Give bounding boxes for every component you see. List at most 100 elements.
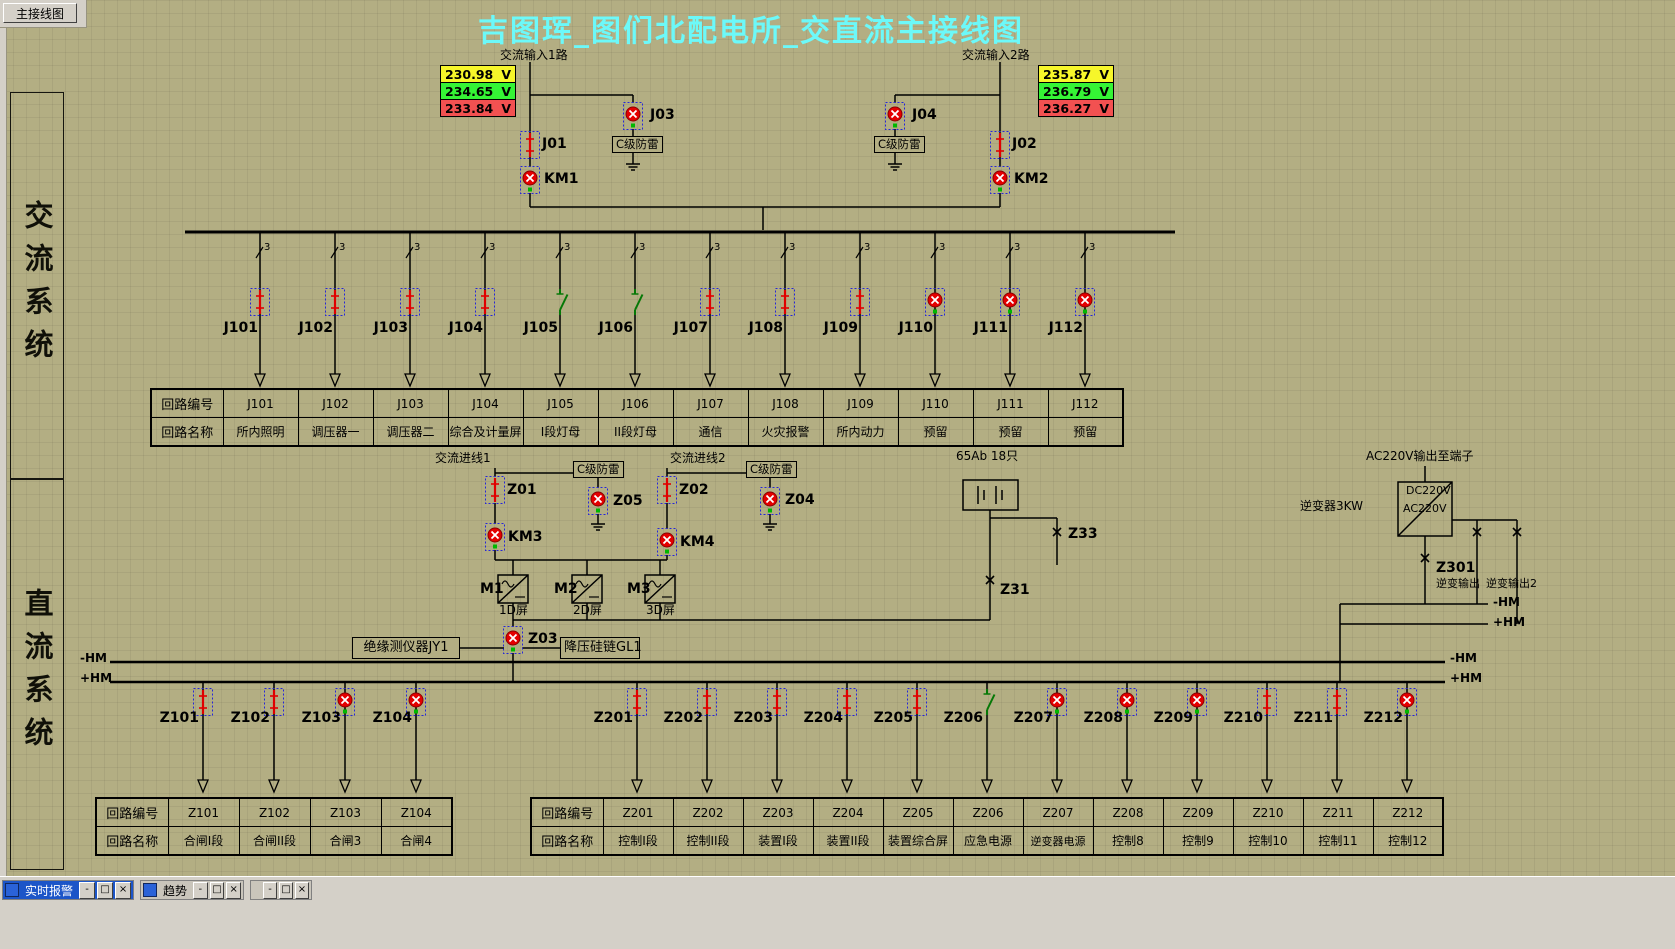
device-label-KM1: KM1	[544, 171, 579, 187]
table-cell: 合闸4	[380, 826, 453, 856]
table-cell: Z208	[1092, 797, 1164, 827]
table-cell: Z103	[309, 797, 382, 827]
phase-count: 3	[564, 242, 571, 253]
contactor-KM1[interactable]	[519, 165, 541, 195]
surge-arrester-label: C级防雷	[746, 461, 797, 478]
feeder-label-J104: J104	[448, 320, 483, 336]
breaker-J112[interactable]	[1074, 287, 1096, 317]
window-title: 趋势	[163, 883, 188, 898]
taskbar-window-realtime-alarm[interactable]: 实时报警 - □ ×	[2, 880, 134, 900]
close-icon[interactable]: ×	[226, 881, 241, 899]
close-icon[interactable]: ×	[115, 881, 132, 899]
breaker-J04[interactable]	[884, 101, 906, 131]
breaker-Z04[interactable]	[759, 486, 781, 516]
breaker-J03[interactable]	[622, 101, 644, 131]
breaker-J02[interactable]	[989, 130, 1011, 160]
breaker-J108[interactable]	[774, 287, 796, 317]
table-cell: Z207	[1022, 797, 1094, 827]
breaker-Z01[interactable]	[484, 475, 506, 505]
table-cell: 回路名称	[150, 417, 224, 447]
restore-icon[interactable]: □	[97, 881, 114, 899]
left-edge-strip	[0, 27, 7, 876]
feeder-label-J101: J101	[223, 320, 258, 336]
table-cell: 火灾报警	[747, 417, 824, 447]
rectifier-units	[497, 574, 676, 604]
minimize-icon[interactable]: -	[79, 881, 96, 899]
table-cell: 回路名称	[530, 826, 604, 856]
switch-J105[interactable]	[555, 288, 569, 316]
breaker-Z03[interactable]	[502, 625, 524, 655]
table-cell: J103	[372, 388, 449, 418]
table-cell: 回路编号	[95, 797, 169, 827]
contactor-KM2[interactable]	[989, 165, 1011, 195]
taskbar-window-trend[interactable]: 趋势 - □ ×	[140, 880, 244, 900]
table-cell: I段灯母	[522, 417, 599, 447]
breaker-J01[interactable]	[519, 130, 541, 160]
device-label-Z04: Z04	[785, 492, 815, 508]
bus-bars	[110, 230, 1445, 684]
silicon-chain-label: 降压硅链GL1	[560, 637, 642, 659]
table-cell: J104	[447, 388, 524, 418]
table-cell: 合闸I段	[167, 826, 240, 856]
window-icon	[143, 883, 157, 897]
breaker-J104[interactable]	[474, 287, 496, 317]
minimize-icon[interactable]: -	[263, 881, 277, 899]
table-cell: 预留	[1047, 417, 1124, 447]
taskbar-window-3[interactable]: - □ ×	[250, 880, 312, 900]
breaker-J111[interactable]	[999, 287, 1021, 317]
table-cell: 装置综合屏	[882, 826, 954, 856]
table-cell: 通信	[672, 417, 749, 447]
breaker-J101[interactable]	[249, 287, 271, 317]
device-label-KM4: KM4	[680, 534, 715, 550]
contactor-KM3[interactable]	[484, 522, 506, 552]
breaker-J109[interactable]	[849, 287, 871, 317]
switch-J106[interactable]	[630, 288, 644, 316]
restore-icon[interactable]: □	[209, 881, 225, 899]
table-cell: 回路名称	[95, 826, 169, 856]
phase-count: 3	[1089, 242, 1096, 253]
inverter-dc-side-label: DC220V	[1406, 484, 1451, 497]
breaker-J110[interactable]	[924, 287, 946, 317]
ac-input2-label: 交流输入2路	[962, 48, 1030, 62]
breaker-Z05[interactable]	[587, 486, 609, 516]
table-cell: J105	[522, 388, 599, 418]
switch-Z206[interactable]	[982, 688, 996, 716]
tab-main-diagram[interactable]: 主接线图	[3, 3, 77, 23]
feeder-label-Z204: Z204	[803, 710, 843, 726]
device-label-Z01: Z01	[507, 482, 537, 498]
breaker-J107[interactable]	[699, 287, 721, 317]
breaker-J103[interactable]	[399, 287, 421, 317]
device-label-Z33: Z33	[1068, 526, 1098, 542]
table-cell: 调压器二	[372, 417, 449, 447]
restore-icon[interactable]: □	[279, 881, 293, 899]
table-cell: 应急电源	[952, 826, 1024, 856]
breaker-J102[interactable]	[324, 287, 346, 317]
table-cell: 控制10	[1232, 826, 1304, 856]
feeder-label-Z212: Z212	[1363, 710, 1403, 726]
table-cell: 装置II段	[812, 826, 884, 856]
table-cell: 控制8	[1092, 826, 1164, 856]
inverter-pos-bus-label: +HM	[1493, 615, 1526, 629]
table-cell: 综合及计量屏	[447, 417, 524, 447]
close-icon[interactable]: ×	[295, 881, 309, 899]
table-cell: 调压器一	[297, 417, 374, 447]
page-title: 吉图珲_图们北配电所_交直流主接线图	[478, 14, 1024, 49]
table-cell: J107	[672, 388, 749, 418]
table-row: 回路名称 控制I段控制II段装置I段装置II段装置综合屏应急电源逆变器电源控制8…	[530, 826, 1444, 856]
breaker-Z02[interactable]	[656, 475, 678, 505]
table-cell: 控制I段	[602, 826, 674, 856]
device-label-J01: J01	[542, 136, 567, 152]
contactor-KM4[interactable]	[656, 527, 678, 557]
table-cell: J106	[597, 388, 674, 418]
table-cell: Z202	[672, 797, 744, 827]
feeder-label-Z209: Z209	[1153, 710, 1193, 726]
device-label-Z02: Z02	[679, 482, 709, 498]
minimize-icon[interactable]: -	[193, 881, 208, 899]
phase-count: 3	[1014, 242, 1021, 253]
